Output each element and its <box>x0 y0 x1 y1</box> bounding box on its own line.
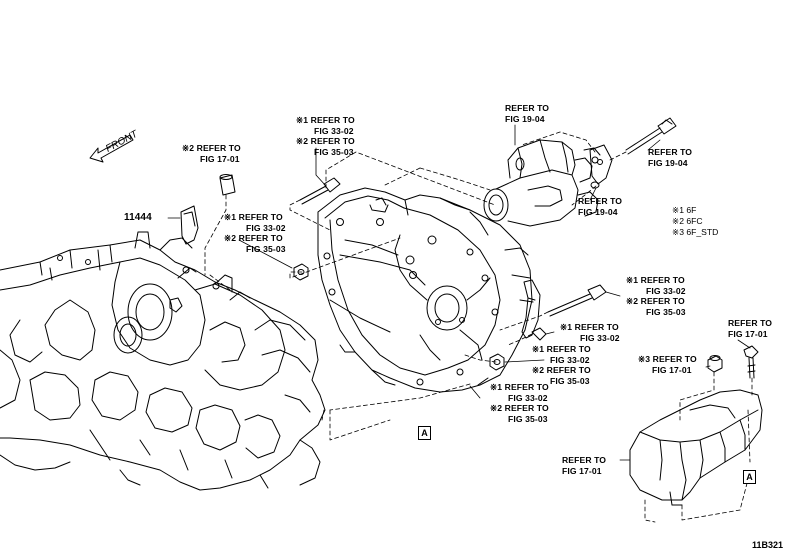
sleeve-part <box>219 174 236 196</box>
intake-adapter <box>180 205 199 245</box>
front-arrow-icon <box>89 134 134 163</box>
starter-bracket <box>589 144 613 189</box>
cover-nut <box>707 355 723 373</box>
bolt-right <box>547 284 607 317</box>
reference-marker-a: A <box>418 426 431 440</box>
legend-item-6f: ※1 6F <box>672 205 697 215</box>
nut-mid <box>489 353 505 371</box>
transmission-housing <box>317 187 541 393</box>
legend-item-6f-std: ※3 6F_STD <box>672 227 719 237</box>
label-leaders <box>167 124 751 461</box>
variant-legend: ※1 6F ※2 6FC ※3 6F_STD <box>672 205 718 238</box>
leader-lines <box>204 131 753 523</box>
legend-item-6fc: ※2 6FC <box>672 216 703 226</box>
engine-block <box>0 231 326 491</box>
reference-marker-a-cover: A <box>743 470 756 484</box>
bolt-left <box>299 177 341 205</box>
diagram-code: 11B321 <box>752 540 784 550</box>
starter-motor <box>483 139 601 227</box>
bolt-top-right <box>625 117 677 155</box>
part-number-label: 11444 <box>124 212 152 223</box>
engine-cover <box>629 389 763 506</box>
cover-bolt <box>743 345 759 379</box>
